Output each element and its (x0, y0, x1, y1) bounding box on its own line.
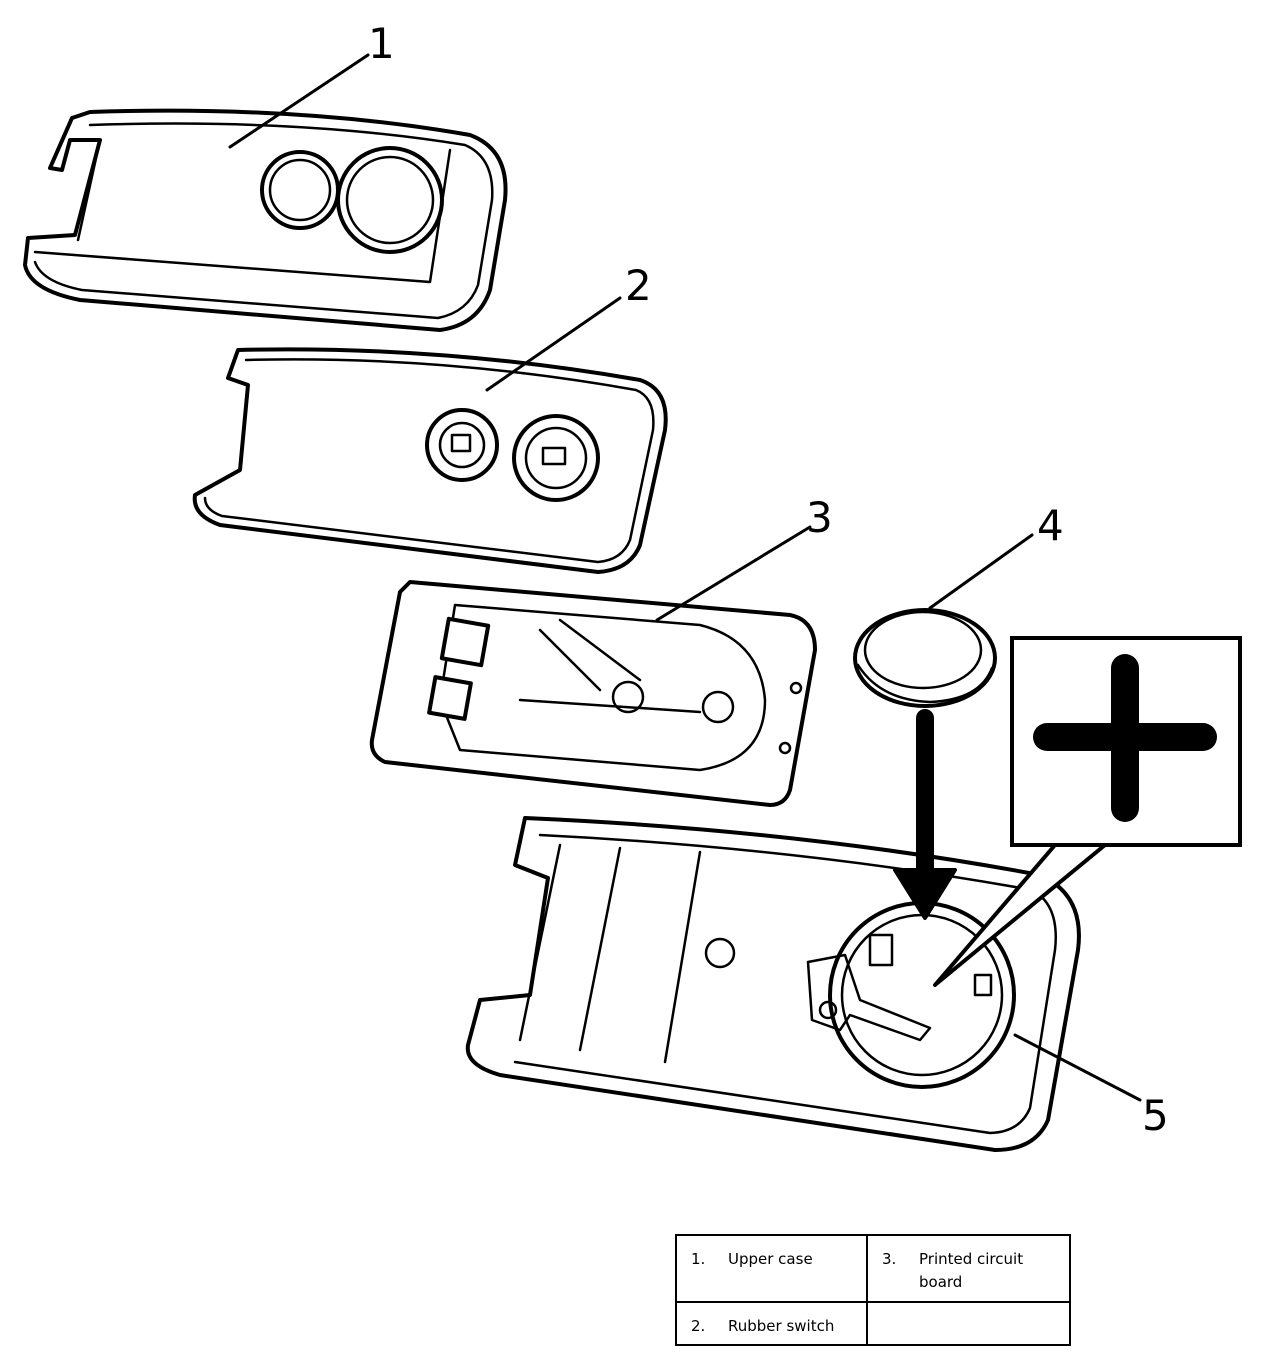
parts-legend-table: 1. Upper case 3. Printed circuit board 2… (675, 1234, 1071, 1347)
callout-3: 3 (806, 493, 833, 542)
coin-battery (853, 608, 997, 708)
plus-sign-icon (1033, 654, 1217, 822)
callout-5: 5 (1142, 1091, 1169, 1140)
legend-label: Upper case (728, 1250, 813, 1268)
legend-label: Rubber switch (728, 1316, 835, 1335)
insert-direction-arrow (893, 709, 957, 920)
callout-1: 1 (368, 19, 395, 68)
polarity-detail-box (933, 636, 1242, 987)
legend-cell: 1. Upper case (675, 1234, 868, 1303)
lower-case (465, 816, 1081, 1152)
upper-case (23, 108, 508, 332)
legend-number: 2. (691, 1316, 706, 1335)
legend-number: 3. (882, 1250, 897, 1268)
legend-label: Printed circuit board (919, 1250, 1024, 1291)
legend-cell-empty (866, 1300, 1071, 1347)
leader-lines (228, 53, 1142, 1102)
legend-cell: 3. Printed circuit board (866, 1234, 1071, 1303)
callout-2: 2 (625, 261, 652, 310)
printed-circuit-board (369, 580, 817, 807)
legend-cell: 2. Rubber switch (675, 1300, 868, 1347)
legend-number: 1. (691, 1250, 706, 1268)
rubber-switch (192, 347, 668, 574)
callout-4: 4 (1037, 501, 1064, 550)
